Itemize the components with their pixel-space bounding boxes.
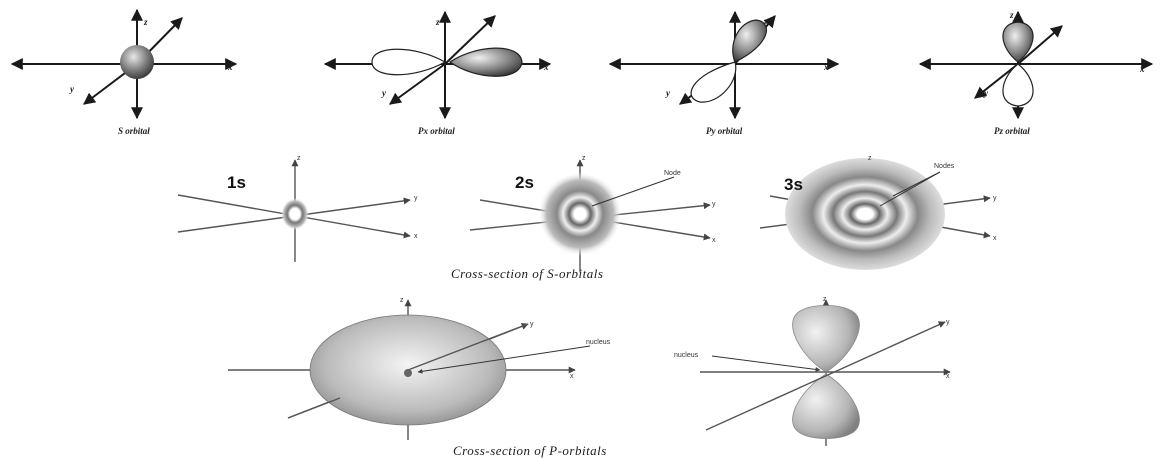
1s-density-ring [281,198,309,230]
py-negative-lobe [690,61,737,103]
y-label: y [69,84,75,94]
px-negative-lobe [371,48,447,76]
z-label: z [763,16,768,26]
y-label: y [381,88,387,98]
s-orbital-sphere [120,45,154,79]
nucleus-annotation: nucleus [586,339,611,346]
y-axis-front [389,63,446,105]
s-orbitals-caption: Cross-section of S-orbitals [451,266,603,281]
pz-positive-lobe [1002,21,1034,63]
pz-lower-lobe [792,373,860,439]
x-label: x [1139,64,1145,74]
y-label: y [993,195,997,202]
x-label: x [414,233,418,240]
z-label: z [582,155,586,162]
x-label: x [543,62,549,72]
nucleus-annotation: nucleus [674,352,699,359]
y-axis-back-segment [287,397,341,419]
pz-orbital-panel: z x y Pz orbital [918,10,1154,136]
p-cross-section-dumbbell-panel: nucleus z y x [674,296,951,446]
z-label: z [143,17,148,27]
orbital-level-label: 2s [515,173,534,192]
orbital-level-label: 3s [784,175,803,194]
2s-cross-section-panel: Node 2s z y x [469,155,716,272]
y-label: y [983,88,989,98]
3s-density-rings [785,158,945,270]
y-label: y [665,88,671,98]
1s-cross-section-panel: 1s z y x [177,155,418,262]
nucleus-dot [404,369,412,377]
y-label: y [946,319,950,326]
2s-density-rings [538,172,622,256]
pz-negative-lobe [1002,63,1034,107]
3s-cross-section-panel: Nodes 3s z y x [759,155,997,270]
z-label: z [400,297,404,304]
y-axis [705,321,946,431]
x-label: x [570,373,574,380]
z-label: z [297,155,301,162]
px-positive-lobe [448,47,523,77]
p-orbitals-caption: Cross-section of P-orbitals [453,443,607,458]
s-orbital-panel: z x y S orbital [10,8,238,136]
x-label: x [712,237,716,244]
nodes-annotation: Nodes [934,163,955,170]
x-label: x [227,62,233,72]
orbital-caption: S orbital [118,126,150,136]
y-label: y [530,321,534,328]
orbital-level-label: 1s [227,173,246,192]
orbital-caption: Py orbital [706,126,743,136]
x-label: x [993,235,997,242]
py-positive-lobe [732,19,767,63]
pz-upper-lobe [792,305,860,373]
nucleus-pointer [711,355,821,372]
node-annotation: Node [664,170,681,177]
nucleus-pointer [417,345,591,374]
y-axis-back [1017,25,1063,65]
p-cross-section-sphere-panel: nucleus z y x [228,297,611,440]
x-label: x [946,373,950,380]
y-axis-front [974,63,1019,99]
y-axis-front-segment [407,323,529,371]
x-label: x [823,62,829,72]
y-axis-back [444,15,496,65]
node-pointer-line [591,176,675,207]
z-label: z [868,155,872,162]
y-label: y [712,201,716,208]
orbital-caption: Pz orbital [994,126,1030,136]
orbital-caption: Px orbital [418,126,455,136]
z-label: z [435,17,440,27]
px-orbital-panel: z x y Px orbital [323,10,552,136]
z-label: z [1009,10,1014,20]
y-label: y [414,195,418,202]
py-orbital-panel: z x y Py orbital [608,10,840,136]
nodes-pointer-line-2 [879,171,941,207]
z-label: z [823,296,827,303]
